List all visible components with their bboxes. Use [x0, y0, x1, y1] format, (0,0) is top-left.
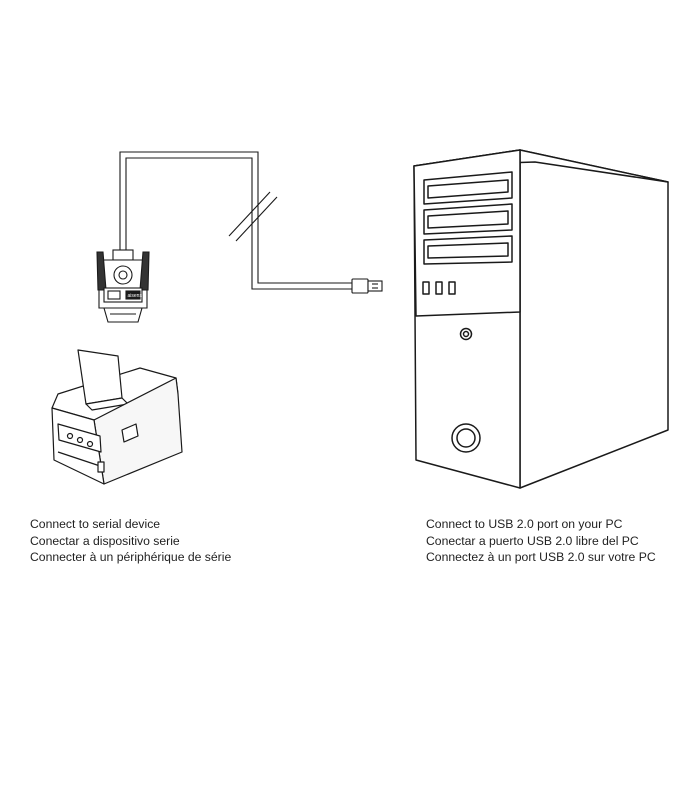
receipt-printer-icon	[51, 349, 183, 485]
serial-db9-connector-icon	[96, 249, 150, 323]
caption-english: Connect to USB 2.0 port on your PC	[426, 517, 623, 531]
usb-plug-icon	[351, 278, 383, 294]
usb-serial-cable	[119, 151, 352, 290]
usb-port-caption: Connect to USB 2.0 port on your PC Conec…	[426, 516, 656, 566]
pc-tower-icon	[413, 149, 669, 489]
caption-spanish: Conectar a dispositivo serie	[30, 533, 180, 548]
caption-french: Connectez à un port USB 2.0 sur votre PC	[426, 550, 656, 564]
adapter-brand-label: aisens	[128, 293, 143, 299]
caption-spanish: Conectar a puerto USB 2.0 libre del PC	[426, 533, 639, 548]
caption-english: Connect to serial device	[30, 517, 161, 531]
serial-device-caption: Connect to serial device Conectar a disp…	[30, 516, 231, 566]
caption-french: Connecter à un périphérique de série	[30, 550, 232, 564]
